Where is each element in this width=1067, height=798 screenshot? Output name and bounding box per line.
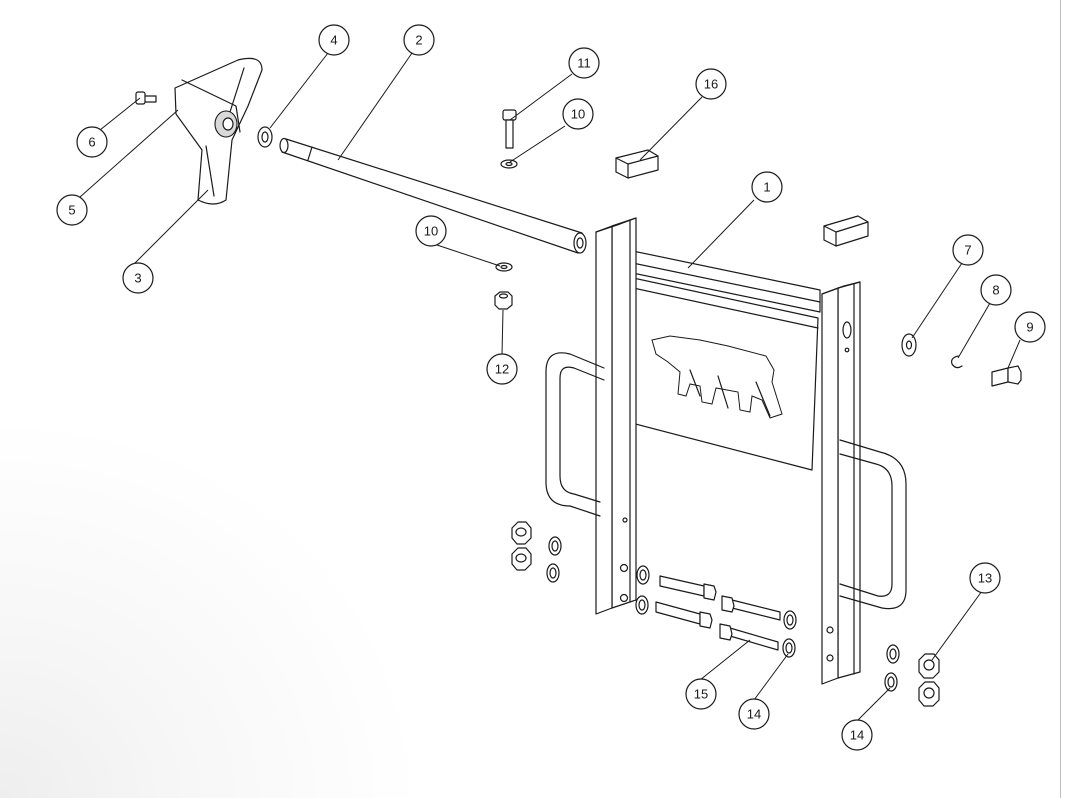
callout-6: 6: [76, 126, 108, 158]
part-washer-4: [257, 126, 273, 148]
svg-text:14: 14: [747, 707, 761, 722]
callout-10-top: 10: [562, 98, 594, 130]
svg-text:10: 10: [424, 224, 438, 239]
nuts-right-pack-13: [884, 644, 940, 707]
svg-text:10: 10: [571, 107, 585, 122]
svg-text:3: 3: [134, 271, 141, 286]
leader-lines: [79, 52, 1021, 723]
svg-text:4: 4: [330, 33, 337, 48]
part-shaft-2: [279, 137, 587, 254]
callout-5: 5: [56, 194, 88, 226]
svg-text:12: 12: [495, 362, 509, 377]
callout-4: 4: [318, 24, 350, 56]
callout-8: 8: [980, 274, 1012, 306]
callout-12: 12: [486, 353, 518, 385]
callout-14-right: 14: [841, 719, 873, 751]
callout-11: 11: [568, 47, 600, 79]
callout-1: 1: [751, 171, 783, 203]
svg-text:8: 8: [992, 283, 999, 298]
part-bolt-9: [991, 365, 1022, 387]
svg-text:14: 14: [850, 728, 864, 743]
svg-text:13: 13: [978, 571, 992, 586]
part-end-cap-16: [615, 149, 659, 179]
svg-text:9: 9: [1026, 320, 1033, 335]
callout-14-center: 14: [738, 698, 770, 730]
svg-text:11: 11: [577, 56, 591, 71]
page-edge-line: [1060, 0, 1061, 798]
part-paddle-blade: [174, 57, 263, 205]
callout-13: 13: [969, 562, 1001, 594]
part-washer-7: [901, 333, 917, 357]
part-bolt-11: [502, 109, 517, 149]
svg-text:2: 2: [415, 33, 422, 48]
svg-text:15: 15: [694, 687, 708, 702]
part-nut-12: [494, 291, 513, 310]
callout-9: 9: [1014, 311, 1046, 343]
svg-text:5: 5: [68, 203, 75, 218]
part-washer-10-lower: [495, 262, 513, 272]
svg-text:16: 16: [704, 77, 718, 92]
part-screw-6: [135, 91, 157, 105]
part-end-cap-16-second: [823, 215, 869, 247]
svg-text:7: 7: [964, 243, 971, 258]
part-washer-10-top: [500, 159, 518, 169]
callout-15: 15: [685, 678, 717, 710]
part-frame-1: [545, 217, 907, 685]
callout-10-lower: 10: [415, 215, 447, 247]
callout-3: 3: [122, 262, 154, 294]
svg-text:1: 1: [763, 180, 770, 195]
svg-text:6: 6: [88, 135, 95, 150]
callout-7: 7: [952, 234, 984, 266]
nuts-left-pack: [511, 521, 562, 583]
part-retaining-ring-8: [951, 355, 963, 369]
callout-16: 16: [695, 68, 727, 100]
part-bolts-15: [635, 565, 797, 658]
callout-2: 2: [403, 24, 435, 56]
